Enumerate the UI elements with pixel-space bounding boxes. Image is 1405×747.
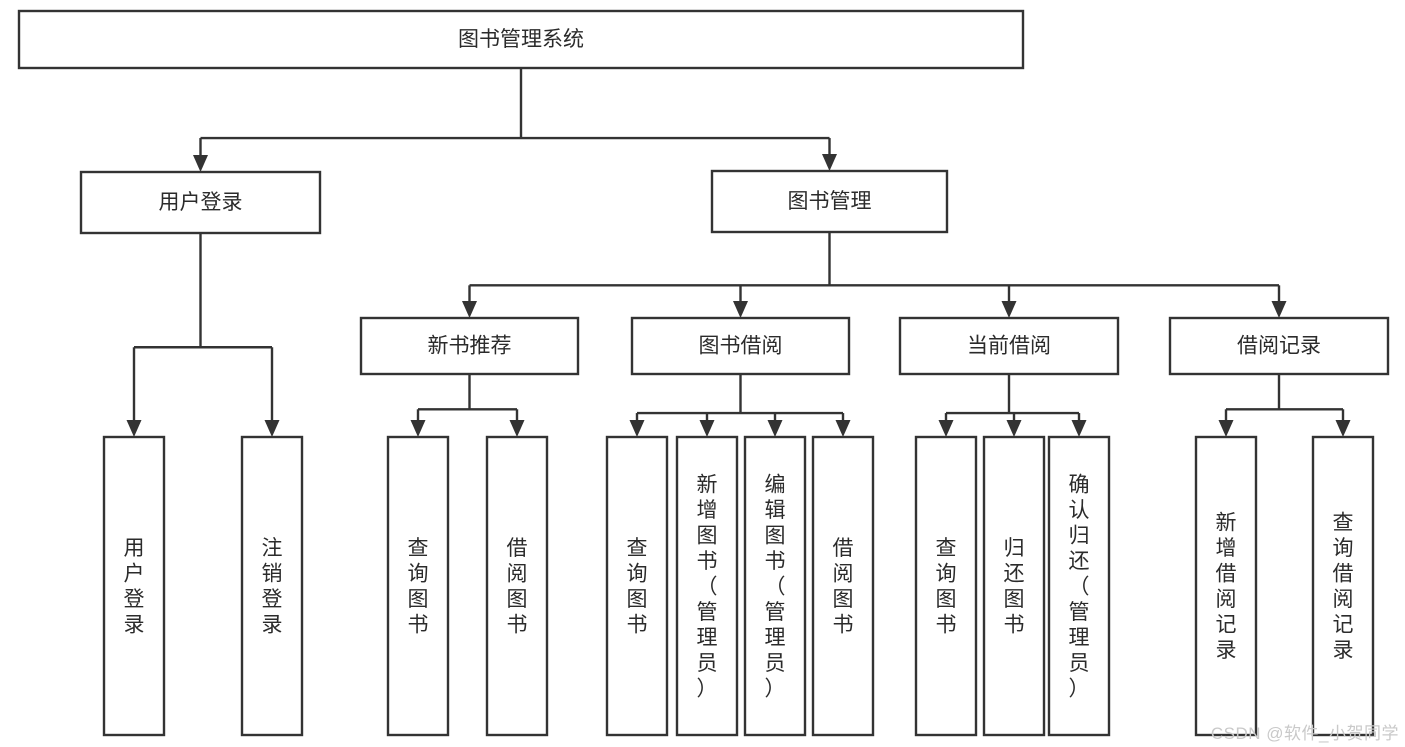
node-leaf-borrow-book-box bbox=[811, 435, 875, 737]
node-leaf-query-book-current-box bbox=[914, 435, 978, 737]
node-user-login-box bbox=[79, 170, 322, 235]
node-leaf-user-login[interactable]: 用户登录 bbox=[102, 435, 166, 737]
connector-arrow-head bbox=[126, 420, 142, 437]
node-leaf-add-borrow-record-label: 新增借阅记录 bbox=[1216, 512, 1237, 663]
node-user-login-label: 用户登录 bbox=[159, 191, 243, 214]
node-leaf-query-book-recommend-label: 查询图书 bbox=[408, 537, 429, 637]
connector-arrow-head bbox=[1218, 420, 1234, 437]
node-layer: 图书管理系统用户登录图书管理新书推荐图书借阅当前借阅借阅记录用户登录注销登录查询… bbox=[17, 9, 1390, 737]
node-current-borrow-label: 当前借阅 bbox=[967, 335, 1051, 358]
node-leaf-confirm-return-admin[interactable]: 确认归还（管理员） bbox=[1047, 435, 1111, 737]
node-leaf-borrow-book-label: 借阅图书 bbox=[833, 537, 854, 637]
node-leaf-query-borrow-record-label: 查询借阅记录 bbox=[1333, 512, 1354, 663]
node-new-book-recommend-box bbox=[359, 316, 580, 376]
node-borrow-record-label: 借阅记录 bbox=[1237, 335, 1321, 358]
node-root[interactable]: 图书管理系统 bbox=[17, 9, 1025, 70]
connector-group-book-management bbox=[462, 232, 1287, 318]
node-leaf-user-logout[interactable]: 注销登录 bbox=[240, 435, 304, 737]
connector-layer bbox=[126, 68, 1351, 437]
connector-arrow-head bbox=[1271, 301, 1287, 318]
node-leaf-user-logout-box bbox=[240, 435, 304, 737]
node-leaf-confirm-return-admin-label: 确认归还（管理员） bbox=[1069, 473, 1090, 700]
connector-arrow-head bbox=[1335, 420, 1351, 437]
node-leaf-confirm-return-admin-box bbox=[1047, 435, 1111, 737]
node-book-borrow-label: 图书借阅 bbox=[699, 335, 783, 358]
node-leaf-edit-book-admin-label: 编辑图书（管理员） bbox=[765, 473, 786, 700]
connector-group-borrow-record bbox=[1218, 374, 1351, 437]
node-leaf-borrow-book-recommend-label: 借阅图书 bbox=[507, 537, 528, 637]
node-leaf-query-book-recommend[interactable]: 查询图书 bbox=[386, 435, 450, 737]
connector-arrow-head bbox=[938, 420, 954, 437]
node-book-management[interactable]: 图书管理 bbox=[710, 169, 949, 234]
node-leaf-user-login-box bbox=[102, 435, 166, 737]
node-current-borrow[interactable]: 当前借阅 bbox=[898, 316, 1120, 376]
connector-arrow-head bbox=[1071, 420, 1087, 437]
node-leaf-user-logout-label: 注销登录 bbox=[262, 537, 283, 637]
node-book-borrow-box bbox=[630, 316, 851, 376]
node-user-login[interactable]: 用户登录 bbox=[79, 170, 322, 235]
node-root-box bbox=[17, 9, 1025, 70]
connector-arrow-head bbox=[822, 154, 837, 171]
node-book-borrow[interactable]: 图书借阅 bbox=[630, 316, 851, 376]
connector-group-user-login bbox=[126, 233, 280, 437]
node-leaf-query-book-borrow-box bbox=[605, 435, 669, 737]
connector-group-book-borrow bbox=[629, 374, 851, 437]
node-leaf-query-book-borrow-label: 查询图书 bbox=[627, 537, 648, 637]
connector-arrow-head bbox=[410, 420, 426, 437]
node-leaf-query-book-recommend-box bbox=[386, 435, 450, 737]
connector-arrow-head bbox=[1006, 420, 1022, 437]
node-leaf-add-book-admin[interactable]: 新增图书（管理员） bbox=[675, 435, 739, 737]
node-borrow-record[interactable]: 借阅记录 bbox=[1168, 316, 1390, 376]
connector-arrow-head bbox=[1001, 301, 1017, 318]
node-leaf-query-book-current-label: 查询图书 bbox=[936, 537, 957, 637]
node-leaf-add-borrow-record[interactable]: 新增借阅记录 bbox=[1194, 435, 1258, 737]
connector-arrow-head bbox=[629, 420, 645, 437]
connector-arrow-head bbox=[462, 301, 477, 318]
node-borrow-record-box bbox=[1168, 316, 1390, 376]
connector-arrow-head bbox=[835, 420, 851, 437]
node-book-management-box bbox=[710, 169, 949, 234]
connector-arrow-head bbox=[733, 301, 748, 318]
connector-arrow-head bbox=[509, 420, 525, 437]
node-root-label: 图书管理系统 bbox=[458, 28, 584, 51]
node-new-book-recommend[interactable]: 新书推荐 bbox=[359, 316, 580, 376]
node-new-book-recommend-label: 新书推荐 bbox=[428, 335, 512, 358]
connector-group-root bbox=[193, 68, 837, 172]
connector-group-new-book-recommend bbox=[410, 374, 525, 437]
node-leaf-query-book-current[interactable]: 查询图书 bbox=[914, 435, 978, 737]
node-leaf-borrow-book[interactable]: 借阅图书 bbox=[811, 435, 875, 737]
node-leaf-query-borrow-record[interactable]: 查询借阅记录 bbox=[1311, 435, 1375, 737]
node-leaf-add-book-admin-box bbox=[675, 435, 739, 737]
node-leaf-return-book-label: 归还图书 bbox=[1004, 537, 1025, 637]
connector-arrow-head bbox=[699, 420, 715, 437]
node-leaf-edit-book-admin[interactable]: 编辑图书（管理员） bbox=[743, 435, 807, 737]
connector-group-current-borrow bbox=[938, 374, 1087, 437]
node-leaf-query-book-borrow[interactable]: 查询图书 bbox=[605, 435, 669, 737]
node-book-management-label: 图书管理 bbox=[788, 190, 872, 213]
node-leaf-return-book[interactable]: 归还图书 bbox=[982, 435, 1046, 737]
node-leaf-borrow-book-recommend[interactable]: 借阅图书 bbox=[485, 435, 549, 737]
node-leaf-add-borrow-record-box bbox=[1194, 435, 1258, 737]
node-leaf-return-book-box bbox=[982, 435, 1046, 737]
connector-arrow-head bbox=[264, 420, 280, 437]
node-leaf-edit-book-admin-box bbox=[743, 435, 807, 737]
node-leaf-add-book-admin-label: 新增图书（管理员） bbox=[697, 473, 718, 700]
node-current-borrow-box bbox=[898, 316, 1120, 376]
node-leaf-borrow-book-recommend-box bbox=[485, 435, 549, 737]
node-leaf-query-borrow-record-box bbox=[1311, 435, 1375, 737]
connector-arrow-head bbox=[767, 420, 783, 437]
connector-arrow-head bbox=[193, 155, 208, 172]
node-leaf-user-login-label: 用户登录 bbox=[124, 537, 145, 637]
